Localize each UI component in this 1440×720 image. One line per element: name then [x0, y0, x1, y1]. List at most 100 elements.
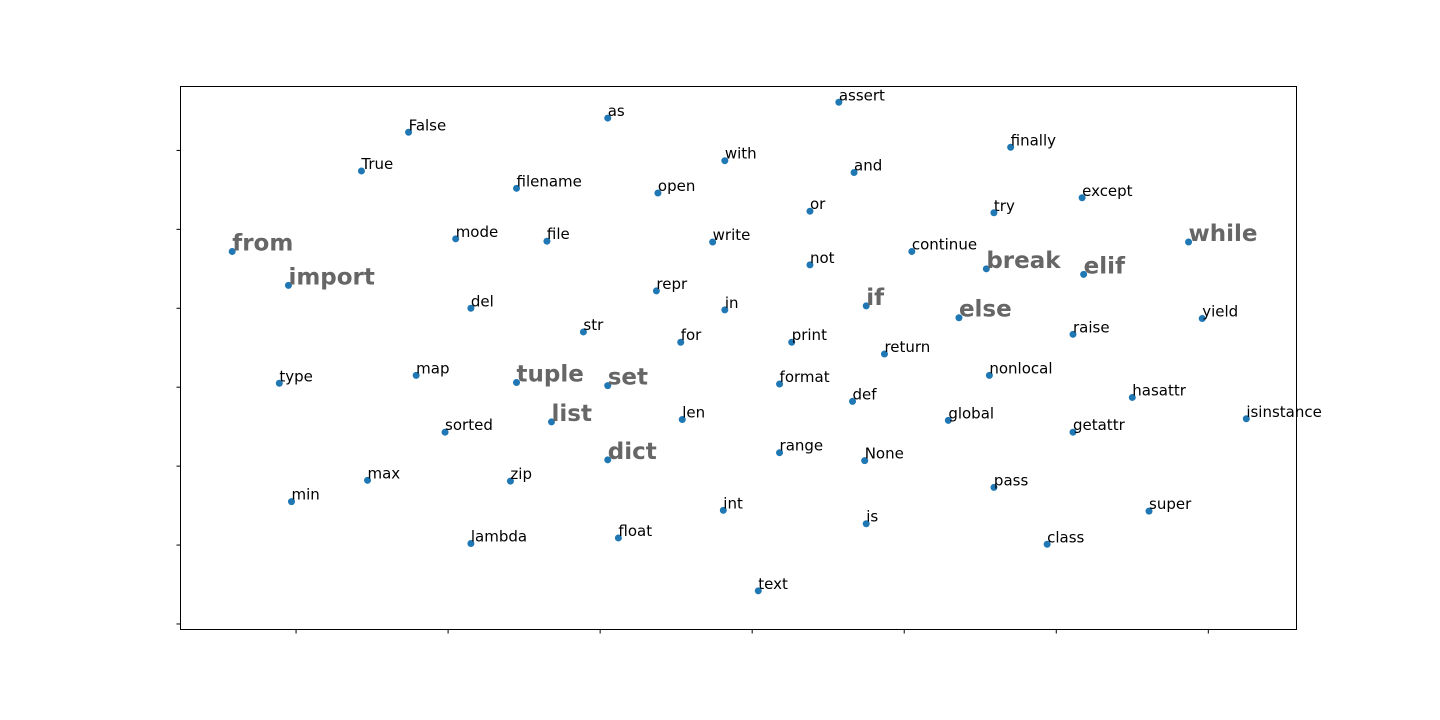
data-point-finally	[1007, 143, 1015, 151]
point-label-as: as	[608, 102, 625, 120]
data-point-break	[982, 265, 990, 273]
data-point-write	[709, 238, 717, 246]
point-label-from: from	[232, 230, 293, 256]
data-point-continue	[908, 247, 916, 255]
point-label-repr: repr	[656, 275, 688, 293]
point-label-mode: mode	[456, 223, 499, 241]
data-point-isinstance	[1242, 415, 1250, 423]
data-point-print	[788, 338, 796, 346]
point-label-is: is	[866, 508, 878, 526]
point-label-break: break	[986, 248, 1061, 274]
point-label-or: or	[810, 195, 826, 213]
data-points	[228, 98, 1250, 595]
data-point-is	[862, 520, 870, 528]
data-point-while	[1185, 238, 1193, 246]
point-label-not: not	[810, 249, 835, 267]
point-label-set: set	[608, 365, 648, 391]
point-label-try: try	[994, 197, 1015, 215]
data-point-open	[654, 189, 662, 197]
data-point-repr	[652, 287, 660, 295]
data-point-range	[776, 449, 784, 457]
point-label-elif: elif	[1084, 253, 1126, 279]
data-point-in	[721, 306, 729, 314]
data-point-tuple	[513, 378, 521, 386]
point-label-if: if	[866, 285, 885, 311]
data-point-as	[604, 114, 612, 122]
point-label-zip: zip	[510, 465, 532, 483]
point-label-map: map	[416, 359, 449, 377]
data-point-max	[364, 476, 372, 484]
data-point-class	[1043, 540, 1051, 548]
point-label-filename: filename	[517, 172, 582, 190]
point-label-except: except	[1082, 182, 1133, 200]
point-label-range: range	[780, 437, 824, 455]
data-point-file	[543, 237, 551, 245]
data-point-import	[284, 281, 292, 289]
data-point-raise	[1069, 330, 1077, 338]
point-label-for: for	[681, 326, 702, 344]
data-point-if	[862, 302, 870, 310]
point-label-finally: finally	[1011, 131, 1056, 149]
point-label-def: def	[853, 385, 878, 403]
data-point-None	[861, 457, 869, 465]
point-label-write: write	[713, 226, 751, 244]
point-label-text: text	[758, 575, 788, 593]
data-point-pass	[990, 483, 998, 491]
data-point-lambda	[467, 539, 475, 547]
data-point-nonlocal	[985, 371, 993, 379]
data-point-text	[754, 587, 762, 595]
data-point-str	[579, 328, 587, 336]
point-label-raise: raise	[1073, 318, 1110, 336]
data-point-except	[1078, 194, 1086, 202]
data-point-zip	[506, 477, 514, 485]
point-label-assert: assert	[839, 86, 885, 104]
point-label-dict: dict	[608, 439, 657, 465]
data-point-assert	[835, 98, 843, 106]
point-label-del: del	[471, 292, 494, 310]
point-label-while: while	[1189, 221, 1258, 247]
point-label-lambda: lambda	[471, 527, 527, 545]
data-point-map	[412, 371, 420, 379]
data-point-from	[228, 247, 236, 255]
data-point-type	[275, 379, 283, 387]
data-point-False	[405, 128, 413, 136]
data-point-sorted	[441, 428, 449, 436]
data-point-global	[944, 416, 952, 424]
data-point-list	[547, 418, 555, 426]
data-point-elif	[1080, 270, 1088, 278]
point-label-else: else	[959, 297, 1012, 323]
data-point-super	[1145, 507, 1153, 515]
data-point-for	[677, 338, 685, 346]
data-point-yield	[1198, 315, 1206, 323]
point-label-isinstance: isinstance	[1246, 403, 1322, 421]
point-label-sorted: sorted	[445, 416, 493, 434]
data-point-True	[357, 167, 365, 175]
point-label-min: min	[291, 486, 319, 504]
point-label-print: print	[792, 326, 827, 344]
point-label-import: import	[288, 264, 374, 290]
point-label-True: True	[360, 155, 393, 173]
data-point-len	[678, 416, 686, 424]
point-label-open: open	[658, 177, 695, 195]
data-point-else	[955, 314, 963, 322]
point-label-int: int	[723, 494, 743, 512]
data-point-and	[850, 169, 858, 177]
point-label-str: str	[583, 316, 604, 334]
data-point-hasattr	[1128, 393, 1136, 401]
point-label-return: return	[884, 338, 930, 356]
point-label-and: and	[854, 157, 882, 175]
point-label-hasattr: hasattr	[1132, 381, 1186, 399]
data-point-int	[719, 506, 727, 514]
data-point-filename	[513, 184, 521, 192]
point-label-False: False	[409, 116, 447, 134]
data-point-del	[467, 304, 475, 312]
point-label-nonlocal: nonlocal	[989, 359, 1052, 377]
point-label-super: super	[1149, 495, 1192, 513]
point-label-getattr: getattr	[1073, 416, 1126, 434]
point-label-file: file	[547, 225, 570, 243]
point-label-in: in	[725, 294, 739, 312]
data-point-format	[776, 380, 784, 388]
